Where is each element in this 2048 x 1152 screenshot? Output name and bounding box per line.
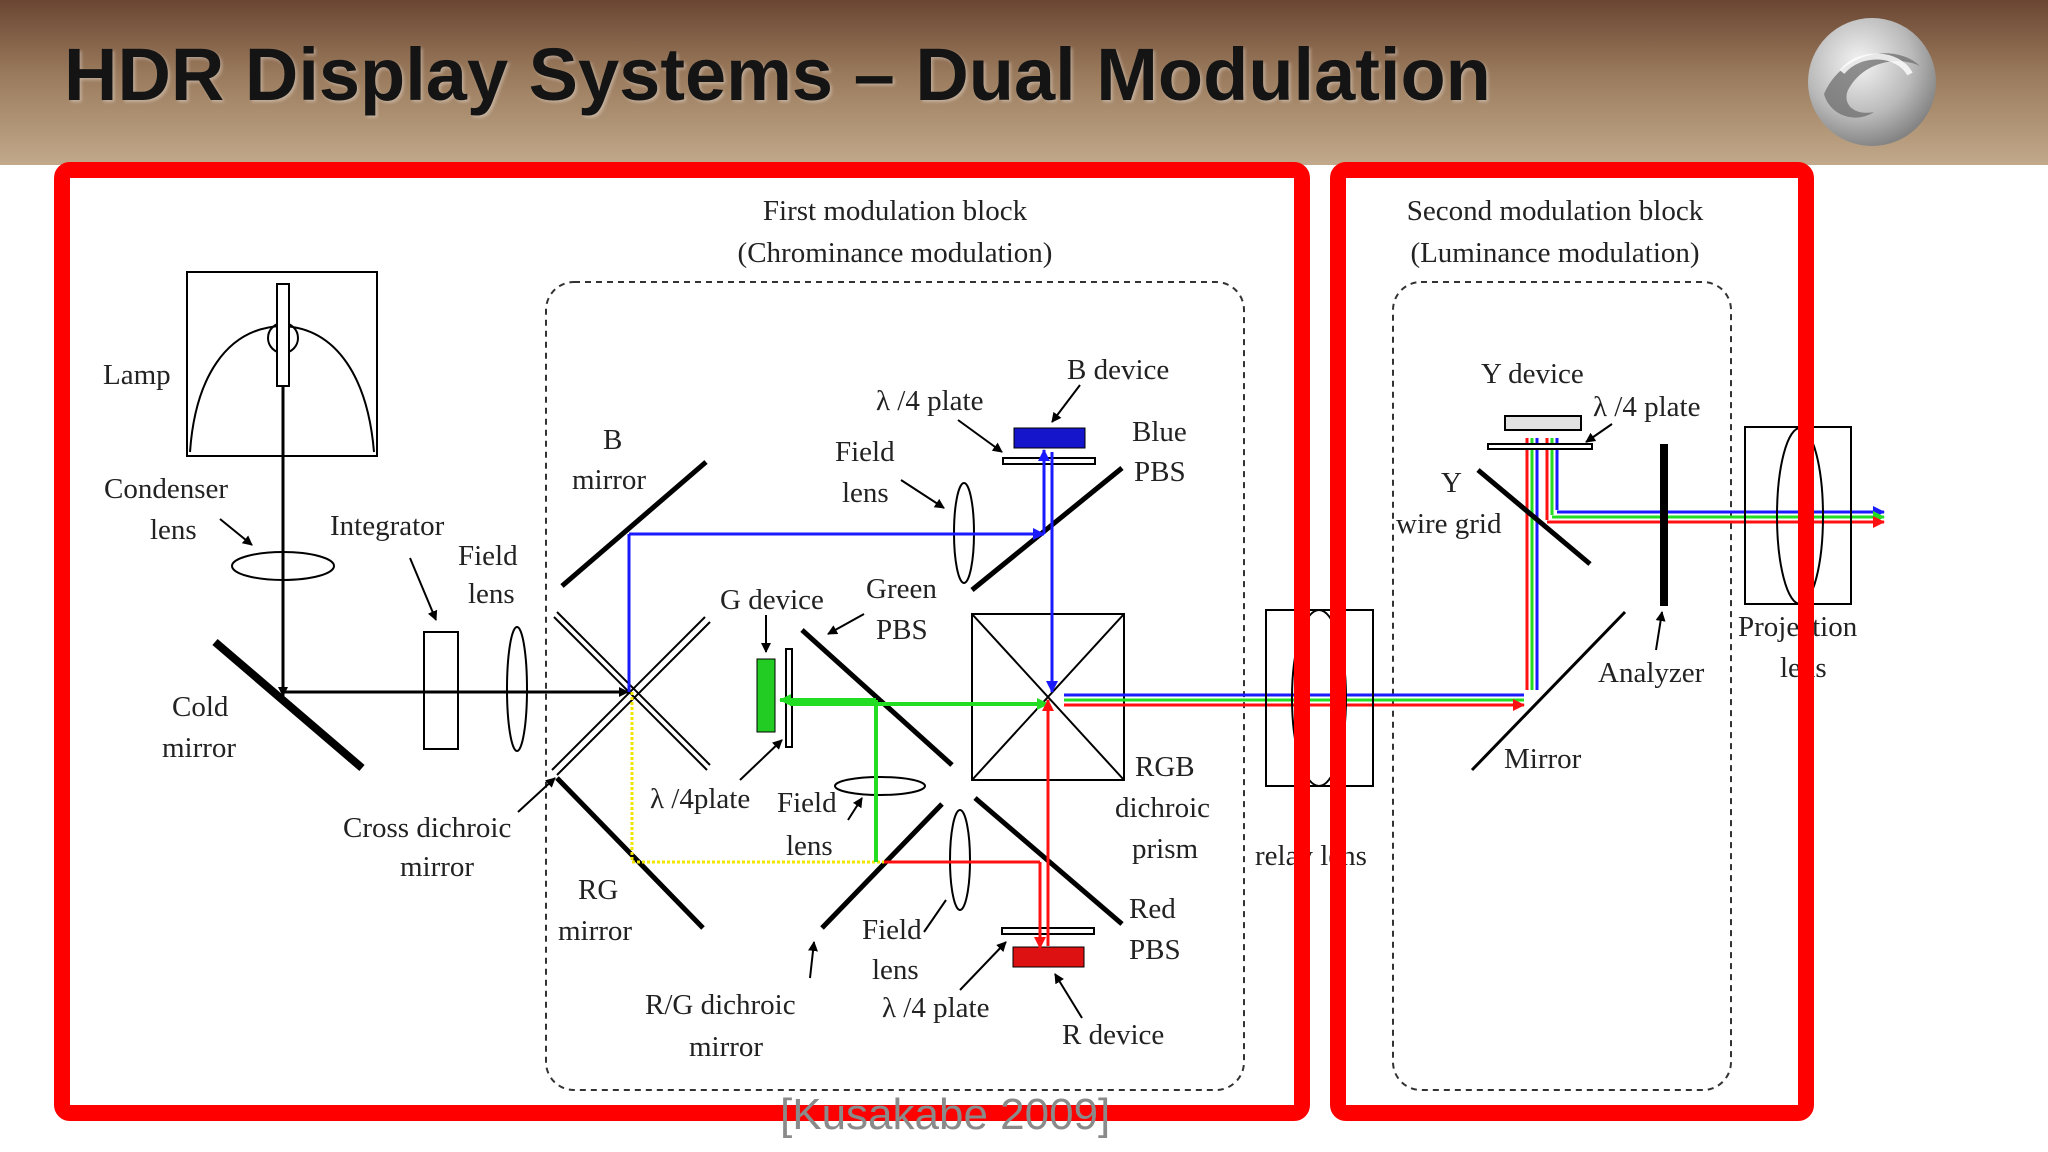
field-lens-r-label-2: lens: [872, 954, 919, 986]
r-device: [1012, 946, 1085, 968]
first-block-frame: [545, 281, 1245, 1091]
yellow-ray: [630, 692, 884, 864]
red-ray: [884, 699, 1054, 949]
b-device-label: B device: [1067, 354, 1169, 386]
relay-lens: [1265, 609, 1374, 787]
field-lens-g-label-1: Field: [777, 787, 837, 819]
red-pbs-label-2: PBS: [1129, 934, 1181, 966]
projection-lens-label-1: Projection: [1738, 611, 1858, 643]
second-block-highlight: [1330, 162, 1814, 1121]
blue-pbs: [970, 466, 1124, 592]
condenser-label-1: Condenser: [104, 473, 228, 505]
qplate-b: [1002, 457, 1096, 465]
red-pbs-label-1: Red: [1129, 893, 1176, 925]
rg-mirror-label-2: mirror: [558, 915, 632, 947]
field-lens-g: [834, 776, 926, 796]
y-device-label: Y device: [1481, 358, 1584, 390]
r-device-label: R device: [1062, 1019, 1164, 1051]
b-mirror: [560, 460, 708, 588]
qplate-b-label: λ /4 plate: [876, 385, 983, 417]
rg-dichroic-mirror: [820, 802, 944, 930]
output-beam: [1547, 506, 1885, 528]
mirror: [1470, 610, 1627, 772]
qplate-y: [1487, 443, 1593, 450]
green-pbs: [800, 628, 954, 767]
green-pbs-label-1: Green: [866, 573, 937, 605]
citation: [Kusakabe 2009]: [780, 1090, 1111, 1139]
b-mirror-label-2: mirror: [572, 464, 646, 496]
first-block-subtitle: (Chrominance modulation): [738, 237, 1053, 269]
cold-mirror-label-1: Cold: [172, 691, 229, 723]
slide-title: HDR Display Systems – Dual Modulation: [64, 33, 1491, 116]
y-wire-grid: [1476, 468, 1592, 566]
cold-mirror-label-2: mirror: [162, 732, 236, 764]
cold-mirror: [212, 638, 365, 772]
cross-dichroic-label-1: Cross dichroic: [343, 812, 511, 844]
analyzer-label: Analyzer: [1598, 657, 1705, 689]
g-device: [756, 658, 776, 733]
rgb-prism-label-1: RGB: [1135, 751, 1195, 783]
field-lens-1-label-2: lens: [468, 578, 515, 610]
lamp-label: Lamp: [103, 359, 171, 391]
second-block-title: Second modulation block: [1407, 195, 1704, 227]
field-lens-b-label-2: lens: [842, 477, 889, 509]
rgb-prism-label-2: dichroic: [1115, 792, 1210, 824]
first-block-title: First modulation block: [763, 195, 1028, 227]
condenser-label-2: lens: [150, 514, 197, 546]
blue-pbs-label-2: PBS: [1134, 456, 1186, 488]
integrator-label: Integrator: [330, 510, 445, 542]
relay-lens-label: relay lens: [1255, 840, 1367, 872]
field-lens-r: [949, 809, 971, 911]
y-device: [1504, 415, 1582, 431]
rgb-prism-label-3: prism: [1132, 833, 1199, 865]
y-wire-grid-label-1: Y: [1441, 467, 1462, 499]
b-device: [1013, 427, 1086, 449]
mirror-label: Mirror: [1504, 743, 1582, 775]
qplate-g-label: λ /4plate: [650, 783, 750, 815]
cross-dichroic-label-2: mirror: [400, 851, 474, 883]
swirl-logo-icon: [1808, 18, 1936, 146]
rg-mirror-label-1: RG: [578, 874, 618, 906]
y-wire-grid-label-2: wire grid: [1396, 508, 1502, 540]
rg-mirror: [555, 776, 705, 930]
vertical-rgb-beam: [1525, 438, 1559, 690]
green-pbs-label-2: PBS: [876, 614, 928, 646]
b-mirror-label-1: B: [603, 424, 622, 456]
first-block-highlight: [54, 162, 1310, 1121]
rg-dichroic-label-2: mirror: [689, 1031, 763, 1063]
field-lens-r-label-1: Field: [862, 914, 922, 946]
second-block-subtitle: (Luminance modulation): [1410, 237, 1699, 269]
field-lens-1-label-1: Field: [458, 540, 518, 572]
qplate-y-label: λ /4 plate: [1593, 391, 1700, 423]
slide-header: [0, 0, 2048, 165]
field-lens-g-label-2: lens: [786, 830, 833, 862]
rg-dichroic-label-1: R/G dichroic: [645, 989, 796, 1021]
qplate-r-label: λ /4 plate: [882, 992, 989, 1024]
field-lens-b-label-1: Field: [835, 436, 895, 468]
blue-pbs-label-1: Blue: [1132, 416, 1187, 448]
green-ray: [779, 694, 1049, 862]
g-device-label: G device: [720, 584, 824, 616]
blue-ray: [627, 449, 1058, 693]
field-lens-1: [506, 626, 528, 752]
